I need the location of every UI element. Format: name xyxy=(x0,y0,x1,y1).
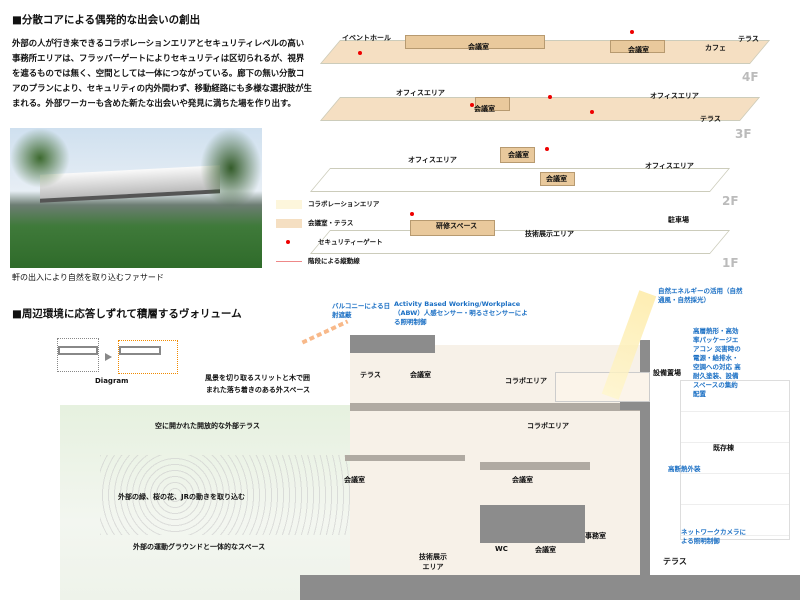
room-label: 事務室 xyxy=(585,532,606,540)
callout: 空に開かれた開放的な外部テラス xyxy=(155,422,260,430)
arrow-right-icon xyxy=(105,353,112,361)
legend-gate: セキュリティーゲート xyxy=(318,238,383,246)
diagram-after xyxy=(118,340,178,374)
legend-meeting: 会議室・テラス xyxy=(308,219,354,227)
room-label: 会議室 xyxy=(512,476,533,484)
plan-label: 会議室 xyxy=(628,46,649,54)
room-label: WC xyxy=(495,545,508,553)
floor-label-4f: 4F xyxy=(742,70,759,84)
callout: 風景を切り取るスリットと木で囲まれた落ち着きのある外スペース xyxy=(205,374,310,394)
plan-label: オフィスエリア xyxy=(645,162,694,170)
room-label: 会議室 xyxy=(410,371,431,379)
room-label: 会議室 xyxy=(535,546,556,554)
plan-label: オフィスエリア xyxy=(408,156,457,164)
blue-callout: ネットワークカメラによる照明制御 xyxy=(681,528,746,545)
room-label: 設備置場 xyxy=(653,368,681,378)
callout: 外部の運動グラウンドと一体的なスペース xyxy=(133,543,266,551)
plan-label: テラス xyxy=(700,115,721,123)
floor-label-3f: 3F xyxy=(735,127,752,141)
plan-label: 会議室 xyxy=(546,175,567,183)
blue-callout: 高層熱形・高効率パッケージエアコン 災害時の電源・給排水・空調への対応 高耐久塗… xyxy=(693,327,741,398)
legend-stair: 階段による縦動線 xyxy=(308,257,360,265)
plan-legend: コラボレーションエリア 会議室・テラス セキュリティーゲート 階段による縦動線 xyxy=(276,195,383,271)
section1-title: ■分散コアによる偶発的な出会いの創出 xyxy=(12,14,201,26)
blue-callout: Activity Based Working/Workplace（ABW）人感セ… xyxy=(394,300,528,326)
diagram-label: Diagram xyxy=(95,377,129,385)
floor-label-2f: 2F xyxy=(722,194,739,208)
plan-label: 研修スペース xyxy=(436,222,478,230)
room-label: コラボエリア xyxy=(527,422,569,430)
plan-label: オフィスエリア xyxy=(396,89,445,97)
plan-label: 会議室 xyxy=(508,151,529,159)
legend-collab: コラボレーションエリア xyxy=(308,200,380,208)
plan-label: 会議室 xyxy=(468,43,489,51)
blue-callout: バルコニーによる日射遮蔽 xyxy=(332,302,391,319)
blue-callout: 自然エネルギーの活用（自然通風・自然採光） xyxy=(658,287,743,304)
plan-label: オフィスエリア xyxy=(650,92,699,100)
plan-label: テラス xyxy=(738,35,759,43)
landscape-illustration xyxy=(60,405,360,600)
callout: 外部の緑、桜の花、JRの動きを取り込む xyxy=(118,493,245,501)
sun-reflect-arrow xyxy=(301,319,349,345)
room-label: 既存棟 xyxy=(713,444,734,452)
facade-photo xyxy=(10,128,262,268)
blue-callout: 高断熱外装 xyxy=(668,465,701,473)
plan-label: 技術展示エリア xyxy=(525,230,574,238)
plan-label: 駐車場 xyxy=(668,216,689,224)
section1-body: 外部の人が行き来できるコラボレーションエリアとセキュリティレベルの高い事務所エリ… xyxy=(12,38,312,108)
room-label: テラス xyxy=(360,371,381,379)
plan-label: イベントホール xyxy=(342,34,391,42)
room-label: 技術展示エリア xyxy=(419,553,447,571)
floor-label-1f: 1F xyxy=(722,256,739,270)
room-label: コラボエリア xyxy=(505,377,547,385)
room-label: 会議室 xyxy=(344,476,365,484)
diagram-before xyxy=(57,338,99,372)
photo-caption: 軒の出入により自然を取り込むファサード xyxy=(12,273,164,282)
section2-title: ■周辺環境に応答しずれて積層するヴォリューム xyxy=(12,308,242,320)
plan-label: 会議室 xyxy=(474,105,495,113)
plan-label: カフェ xyxy=(705,44,726,52)
room-label: テラス xyxy=(663,557,687,566)
